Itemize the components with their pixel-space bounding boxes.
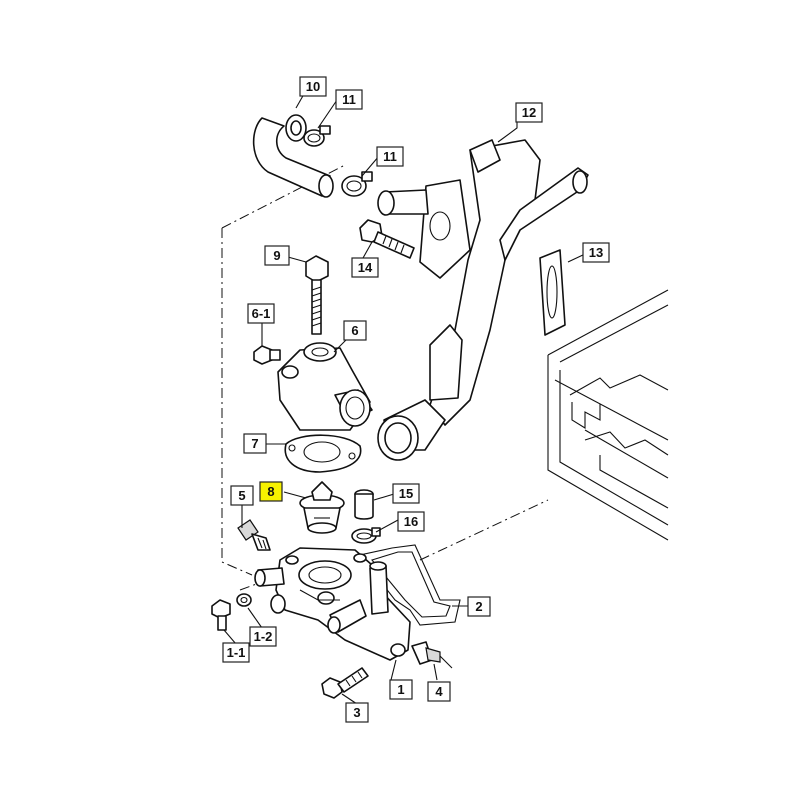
- sensor-part-5: [237, 519, 271, 551]
- callout-label-11a: 11: [335, 89, 363, 110]
- callout-label-10: 10: [299, 76, 327, 97]
- callout-text-11a: 11: [342, 92, 356, 107]
- callout-text-14: 14: [358, 260, 373, 275]
- callout-label-4: 4: [427, 681, 451, 702]
- callout-text-9: 9: [273, 248, 280, 263]
- callout-text-10: 10: [306, 79, 320, 94]
- callout-text-3: 3: [353, 705, 360, 720]
- callout-label-13: 13: [582, 242, 610, 263]
- bolt-part-1-1: [211, 599, 231, 631]
- bolt-part-14: [359, 219, 415, 259]
- callout-label-8: 8: [259, 481, 283, 502]
- callout-label-9: 9: [264, 245, 290, 266]
- callout-label-6-1: 6-1: [247, 303, 275, 324]
- callout-label-1: 1: [389, 679, 413, 700]
- callout-text-5: 5: [238, 488, 245, 503]
- callout-label-16: 16: [397, 511, 425, 532]
- gasket-part-7: [284, 434, 362, 473]
- thermostat-part-8: [299, 481, 345, 534]
- clamp-part-11b: [341, 171, 373, 197]
- callout-text-1-2: 1-2: [254, 629, 273, 644]
- callout-text-12: 12: [522, 105, 536, 120]
- thermostat-housing-part-1: [254, 547, 411, 661]
- clamp-part-11a: [303, 125, 331, 147]
- gasket-part-13: [539, 249, 566, 336]
- callout-text-2: 2: [475, 599, 482, 614]
- callout-label-1-2: 1-2: [249, 626, 277, 647]
- callout-text-16: 16: [404, 514, 418, 529]
- callout-label-12: 12: [515, 102, 543, 123]
- callout-text-6: 6: [351, 323, 358, 338]
- callout-text-1-1: 1-1: [227, 645, 246, 660]
- water-pipe-part-12: [377, 139, 589, 461]
- callout-label-1-1: 1-1: [222, 642, 250, 663]
- hose-part-10: [252, 114, 334, 198]
- leader-lines: [223, 93, 586, 705]
- callout-text-7: 7: [251, 436, 258, 451]
- callout-label-14: 14: [351, 257, 379, 278]
- callout-label-5: 5: [230, 485, 254, 506]
- washer-part-1-2: [236, 593, 252, 607]
- callout-text-6-1: 6-1: [252, 306, 271, 321]
- callout-label-2: 2: [467, 596, 491, 617]
- bolt-part-6-1: [253, 345, 281, 365]
- callout-text-4: 4: [435, 684, 443, 699]
- callout-text-1: 1: [397, 682, 404, 697]
- bolt-part-3: [321, 667, 369, 699]
- bolt-part-9: [305, 255, 329, 335]
- callout-text-15: 15: [399, 486, 413, 501]
- callout-text-11b: 11: [383, 149, 397, 164]
- callout-label-11b: 11: [376, 146, 404, 167]
- thermostat-cover-part-6: [277, 342, 373, 431]
- cap-part-15: [354, 489, 374, 520]
- engine-block: [547, 289, 669, 541]
- callout-label-6: 6: [343, 320, 367, 341]
- callout-label-7: 7: [243, 433, 267, 454]
- callout-text-13: 13: [589, 245, 603, 260]
- callout-text-8: 8: [267, 484, 274, 499]
- callout-label-15: 15: [392, 483, 420, 504]
- sensor-part-4: [411, 641, 453, 669]
- clamp-part-16: [351, 527, 381, 544]
- callout-label-3: 3: [345, 702, 369, 723]
